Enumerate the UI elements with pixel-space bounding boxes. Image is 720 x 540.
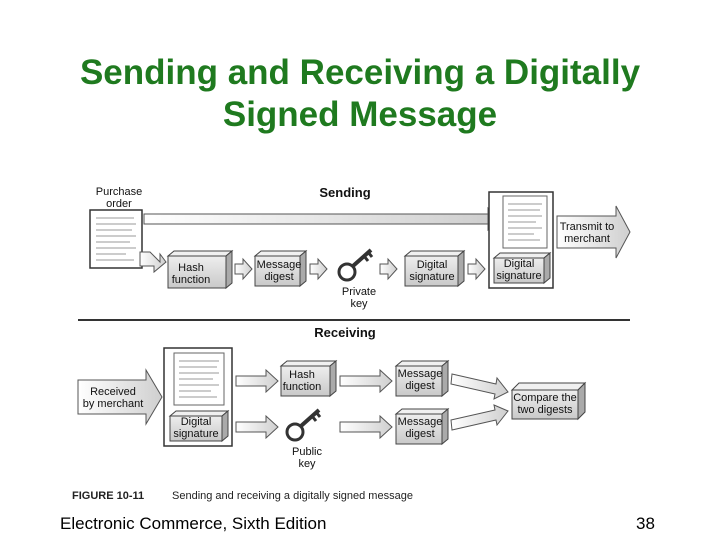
purchase-order-label-line2: order: [106, 198, 132, 210]
message-digest-label: Message: [257, 259, 302, 271]
outgoing-package: [488, 191, 554, 289]
message-digest-label-upper: Message: [398, 368, 443, 380]
message-digest-box-lower: [394, 407, 450, 446]
key-to-digest-arrow: [339, 414, 393, 440]
receiving-header: Receiving: [314, 325, 375, 340]
slide-title-line1: Sending and Receiving a Digitally: [79, 53, 641, 92]
digital-signature-label-receive-line2: signature: [173, 428, 218, 440]
message-digest-label-line2: digest: [264, 271, 293, 283]
lower-to-compare-arrow: [450, 404, 509, 431]
received-label-line2: by merchant: [83, 398, 144, 410]
figure-label: FIGURE 10-11: [72, 490, 144, 502]
digital-signature-label-send-line2: signature: [409, 271, 454, 283]
purchase-order-document: [89, 209, 143, 269]
digital-signature-label-send: Digital: [417, 259, 448, 271]
slide-title-line2: Signed Message: [222, 95, 498, 134]
message-digest-label-upper-line2: digest: [405, 380, 434, 392]
slide-title: Sending and Receiving a Digitally Signed…: [0, 52, 720, 136]
message-digest-label-lower: Message: [398, 416, 443, 428]
digital-signature-box-send: [403, 249, 466, 288]
received-arrow: [77, 368, 163, 426]
compare-label: Compare the: [513, 392, 577, 404]
private-key-label-line2: key: [350, 298, 368, 310]
private-key-icon: [337, 248, 374, 282]
compare-label-line2: two digests: [517, 404, 573, 416]
figure-caption: Sending and receiving a digitally signed…: [172, 490, 413, 502]
received-package: [163, 347, 233, 447]
doc-to-hash-arrow: [235, 368, 279, 394]
hash-function-label-receive: Hash: [289, 369, 315, 381]
transmit-arrow: [556, 205, 631, 259]
message-digest-box-upper: [394, 359, 450, 398]
digest-to-key-arrow: [309, 257, 328, 281]
received-label: Received: [90, 386, 136, 398]
public-key-label: Public: [292, 446, 322, 458]
upper-to-compare-arrow: [450, 373, 509, 400]
public-key-icon: [285, 408, 322, 442]
to-hash-arrow: [139, 251, 167, 274]
send-long-arrow: [143, 206, 501, 232]
sending-header: Sending: [319, 185, 370, 200]
private-key-label: Private: [342, 286, 376, 298]
footer-course-title: Electronic Commerce, Sixth Edition: [60, 514, 327, 533]
digital-signature-label-package-line2: signature: [496, 270, 541, 282]
hash-function-box: [166, 249, 234, 290]
transmit-label: Transmit to: [560, 221, 615, 233]
purchase-order-label: Purchase: [96, 186, 142, 198]
digital-signature-label-package: Digital: [504, 258, 535, 270]
digital-signature-label-receive: Digital: [181, 416, 212, 428]
hash-to-digest-arrow: [234, 257, 253, 281]
signature-to-package-arrow: [467, 257, 486, 281]
message-digest-box-send: [253, 249, 308, 288]
hash-function-label-receive-line2: function: [283, 381, 322, 393]
slide-number: 38: [636, 514, 655, 533]
public-key-label-line2: key: [298, 458, 316, 470]
transmit-label-line2: merchant: [564, 233, 610, 245]
signature-to-key-arrow: [235, 414, 279, 440]
hash-function-box-receive: [279, 359, 338, 398]
message-digest-label-lower-line2: digest: [405, 428, 434, 440]
compare-box: [510, 381, 587, 421]
hash-to-digest-arrow-receive: [339, 368, 393, 394]
hash-function-label-line2: function: [172, 274, 211, 286]
key-to-signature-arrow: [379, 257, 398, 281]
hash-function-label: Hash: [178, 262, 204, 274]
